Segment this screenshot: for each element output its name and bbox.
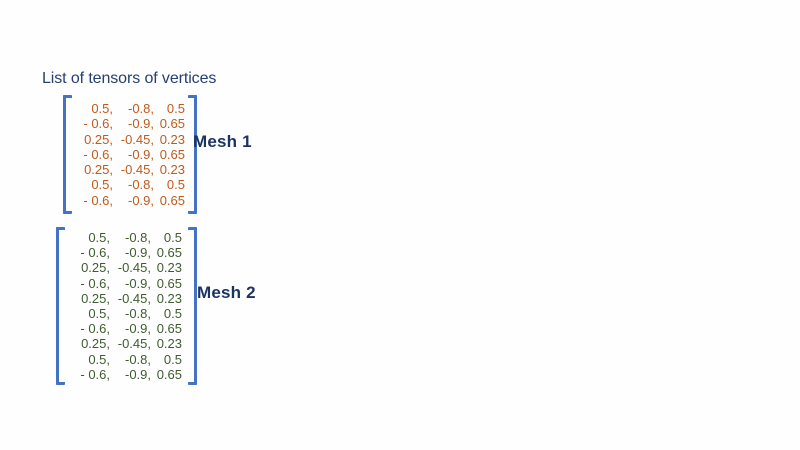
matrix-cell: 0.65 [159, 146, 185, 162]
matrix-row: 0.5, -0.8, 0.5 [77, 177, 185, 192]
matrix-row: 0.5, -0.8, 0.5 [74, 230, 182, 245]
matrix-row: 0.25, -0.45, 0.23 [74, 260, 182, 275]
matrix-cell: 0.65 [156, 245, 182, 261]
matrix-cell: -0.8, [124, 351, 151, 367]
matrix-cell: -0.45, [120, 131, 154, 147]
matrix-cell: 0.23 [159, 162, 185, 178]
matrix-cell: - 0.6, [83, 146, 113, 162]
matrix-cell: -0.45, [120, 162, 154, 178]
matrix-cell: 0.23 [156, 290, 182, 306]
matrix-row: - 0.6, -0.9, 0.65 [74, 321, 182, 336]
matrix-cell: 0.65 [156, 321, 182, 337]
matrix-cell: 0.5 [163, 351, 182, 367]
matrix-row: 0.5, -0.8, 0.5 [74, 352, 182, 367]
matrix-cell: 0.25, [84, 131, 113, 147]
matrix-row: - 0.6, -0.9, 0.65 [77, 193, 185, 208]
left-bracket-icon [56, 227, 65, 385]
matrix-row: - 0.6, -0.9, 0.65 [77, 147, 185, 162]
matrix-cell: 0.5 [163, 306, 182, 321]
matrix-cell: -0.45, [117, 290, 151, 306]
matrix-cell: 0.23 [156, 260, 182, 276]
right-bracket-icon [188, 227, 197, 385]
matrix-cell: -0.8, [127, 101, 154, 117]
matrix-cell: -0.9, [127, 192, 154, 208]
matrix-cell: - 0.6, [80, 245, 110, 261]
mesh-2-label: Mesh 2 [197, 283, 256, 302]
matrix-cell: -0.9, [127, 146, 154, 162]
matrix-row: 0.5, -0.8, 0.5 [77, 101, 185, 116]
matrix-cell: -0.45, [117, 336, 151, 352]
matrix-row: 0.25, -0.45, 0.23 [74, 336, 182, 351]
matrix-row: 0.25, -0.45, 0.23 [77, 162, 185, 177]
matrix-cell: 0.5 [166, 101, 185, 117]
matrix-cell: -0.45, [117, 260, 151, 276]
matrix-cell: - 0.6, [80, 321, 110, 337]
matrix-cell: 0.23 [159, 131, 185, 147]
matrix-cell: - 0.6, [83, 192, 113, 208]
matrix-cell: 0.25, [81, 336, 110, 352]
matrix-cell: -0.9, [124, 366, 151, 382]
matrix-cell: 0.65 [159, 192, 185, 208]
left-bracket-icon [63, 95, 72, 214]
matrix-cell: 0.5, [91, 101, 113, 117]
matrix-cell: -0.9, [124, 245, 151, 261]
matrix-cell: -0.9, [127, 116, 154, 132]
matrix-cell: 0.65 [159, 116, 185, 132]
matrix-cell: 0.5, [88, 229, 110, 245]
matrix-row: 0.5, -0.8, 0.5 [74, 306, 182, 321]
matrix-cell: 0.65 [156, 366, 182, 382]
matrix-cell: 0.25, [81, 290, 110, 306]
matrix-cell: -0.9, [124, 275, 151, 291]
matrix-row: - 0.6, -0.9, 0.65 [74, 245, 182, 260]
matrix-cell: 0.5, [91, 177, 113, 193]
matrix-cell: - 0.6, [80, 275, 110, 291]
matrix-cell: -0.8, [124, 229, 151, 245]
mesh-1-label: Mesh 1 [193, 132, 252, 151]
matrix-row: - 0.6, -0.9, 0.65 [77, 116, 185, 131]
matrix-cell: -0.8, [124, 306, 151, 321]
matrix-row: 0.25, -0.45, 0.23 [74, 291, 182, 306]
matrix-cell: -0.8, [127, 177, 154, 193]
matrix-cell: - 0.6, [80, 366, 110, 382]
matrix-cell: 0.5, [88, 306, 110, 321]
matrix-cell: 0.65 [156, 275, 182, 291]
page-title: List of tensors of vertices [42, 70, 217, 87]
matrix-row: 0.25, -0.45, 0.23 [77, 132, 185, 147]
matrix-cell: 0.25, [84, 162, 113, 178]
matrix-cell: 0.5 [166, 177, 185, 193]
matrix-row: - 0.6, -0.9, 0.65 [74, 276, 182, 291]
matrix-row: - 0.6, -0.9, 0.65 [74, 367, 182, 382]
matrix-cell: 0.5, [88, 351, 110, 367]
matrix-cell: 0.5 [163, 229, 182, 245]
matrix-cell: 0.25, [81, 260, 110, 276]
matrix-cell: - 0.6, [83, 116, 113, 132]
matrix-cell: 0.23 [156, 336, 182, 352]
right-bracket-icon [188, 95, 197, 214]
matrix-cell: -0.9, [124, 321, 151, 337]
